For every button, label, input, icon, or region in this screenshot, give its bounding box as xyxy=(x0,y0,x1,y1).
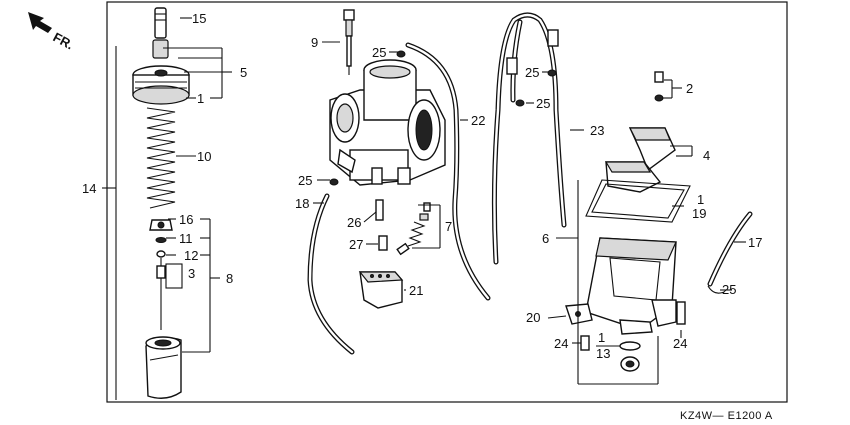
callout-19: 19 xyxy=(692,206,706,221)
float-bowl-part xyxy=(585,237,677,335)
diagram-frame xyxy=(106,1,788,403)
float-chamber-gasket-part xyxy=(585,179,691,223)
callout-11: 11 xyxy=(179,231,193,246)
bowl-screw-part xyxy=(580,335,590,351)
callout-20: 20 xyxy=(526,310,540,325)
callout-24b: 24 xyxy=(673,336,687,351)
callout-17: 17 xyxy=(748,235,762,250)
callout-12: 12 xyxy=(184,248,198,263)
callout-1b: 1 xyxy=(697,192,704,207)
adjuster-nut-part xyxy=(152,39,169,59)
callout-8: 8 xyxy=(226,271,233,286)
needle-spacer-part xyxy=(156,250,166,258)
tube-clip-part xyxy=(396,50,406,58)
callout-3: 3 xyxy=(188,266,195,281)
callout-14: 14 xyxy=(82,181,96,196)
throttle-valve-assembly xyxy=(132,7,190,399)
callout-24a: 24 xyxy=(554,336,568,351)
direction-label: FR. xyxy=(51,29,77,52)
callout-26: 26 xyxy=(347,215,361,230)
slow-jet-part xyxy=(378,235,388,251)
callout-4: 4 xyxy=(703,148,710,163)
callout-25e: 25 xyxy=(722,282,736,297)
throttle-stop-screw-part xyxy=(396,202,431,256)
callout-10: 10 xyxy=(197,149,211,164)
front-direction-arrow-icon xyxy=(28,12,52,33)
callout-25a: 25 xyxy=(372,45,386,60)
callout-23: 23 xyxy=(590,123,604,138)
diagram-code: KZ4W— E1200 A xyxy=(680,410,773,422)
callout-9: 9 xyxy=(311,35,318,50)
callout-7: 7 xyxy=(445,219,452,234)
air-vent-tube-part xyxy=(491,12,567,265)
left-callout-leaders xyxy=(102,17,232,400)
callout-25b: 25 xyxy=(298,173,312,188)
callout-5: 5 xyxy=(240,65,247,80)
right-callout-leaders xyxy=(526,71,746,385)
air-screw-part xyxy=(343,9,355,75)
drain-plug-o-ring-part xyxy=(619,341,641,351)
carburetor-body-part xyxy=(329,59,446,186)
needle-clip-part xyxy=(155,237,167,243)
callout-1a: 1 xyxy=(197,91,204,106)
callout-25d: 25 xyxy=(536,96,550,111)
callout-16: 16 xyxy=(179,212,193,227)
main-jet-part xyxy=(375,199,384,221)
carburetor-body-group xyxy=(307,9,491,355)
callout-13: 13 xyxy=(596,346,610,361)
float-part xyxy=(358,271,404,309)
callout-22: 22 xyxy=(471,113,485,128)
callout-27: 27 xyxy=(349,237,363,252)
callout-25c: 25 xyxy=(525,65,539,80)
callout-2: 2 xyxy=(686,81,693,96)
throttle-valve-part xyxy=(145,336,182,399)
float-bowl-group xyxy=(491,12,753,372)
center-callout-leaders xyxy=(313,41,468,291)
callout-18: 18 xyxy=(295,196,309,211)
callout-6: 6 xyxy=(542,231,549,246)
fitting-part xyxy=(654,71,664,83)
vent-tube-part xyxy=(307,193,355,355)
cable-adjuster-part xyxy=(154,7,167,39)
callout-21: 21 xyxy=(409,283,423,298)
throttle-valve-spring-part xyxy=(146,107,176,209)
callout-15: 15 xyxy=(192,11,206,26)
callout-1c: 1 xyxy=(598,330,605,345)
